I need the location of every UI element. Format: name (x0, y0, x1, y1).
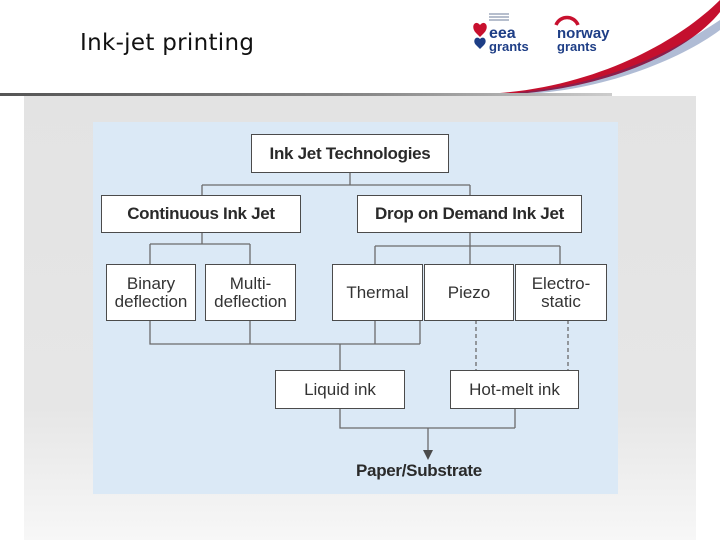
node-continuous-ink-jet: Continuous Ink Jet (101, 195, 301, 233)
norway-logo-grants: grants (557, 39, 597, 54)
arrowhead (423, 450, 433, 460)
norway-logo-word: norway (557, 25, 610, 42)
norway-grants-logo: norway grants (548, 13, 610, 55)
connector-liquid-feed (250, 320, 421, 345)
eea-grants-logo: eea grants (472, 13, 534, 55)
eea-heart-icon (473, 22, 487, 49)
node-piezo: Piezo (424, 264, 514, 321)
header-swoosh (500, 0, 720, 95)
header-divider (0, 93, 612, 96)
eea-logo-grants: grants (489, 39, 529, 54)
connector-continuous-split (149, 232, 251, 264)
slide-title: Ink-jet printing (80, 30, 255, 56)
connector-continuous-merge (149, 320, 251, 345)
logo-tagline-lines (489, 13, 509, 22)
node-thermal: Thermal (332, 264, 423, 321)
node-binary-deflection: Binary deflection (106, 264, 196, 321)
node-paper-substrate: Paper/Substrate (356, 461, 482, 480)
node-multi-deflection: Multi- deflection (205, 264, 296, 321)
connector-root-split (201, 173, 471, 197)
connector-dod-split (374, 233, 561, 264)
eea-logo-word: eea (489, 25, 516, 42)
node-hot-melt-ink: Hot-melt ink (450, 370, 579, 409)
node-liquid-ink: Liquid ink (275, 370, 405, 409)
node-ink-jet-technologies: Ink Jet Technologies (251, 134, 449, 173)
norway-arc-icon (554, 15, 580, 26)
connector-to-target (339, 409, 516, 452)
node-electrostatic: Electro- static (515, 264, 607, 321)
node-drop-on-demand: Drop on Demand Ink Jet (357, 195, 582, 233)
